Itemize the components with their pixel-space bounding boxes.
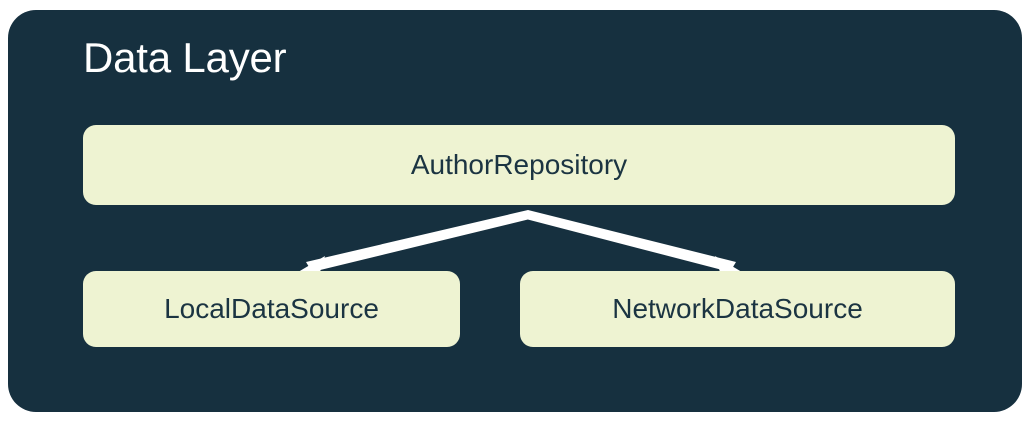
node-author-repository[interactable]: AuthorRepository [83, 125, 955, 205]
node-local-data-source-label: LocalDataSource [164, 293, 379, 324]
node-author-repository-label: AuthorRepository [410, 149, 628, 180]
node-network-data-source-label: NetworkDataSource [612, 293, 863, 324]
node-network-data-source[interactable]: NetworkDataSource [520, 271, 955, 347]
node-local-data-source[interactable]: LocalDataSource [83, 271, 460, 347]
page-title: Data Layer [83, 34, 287, 81]
